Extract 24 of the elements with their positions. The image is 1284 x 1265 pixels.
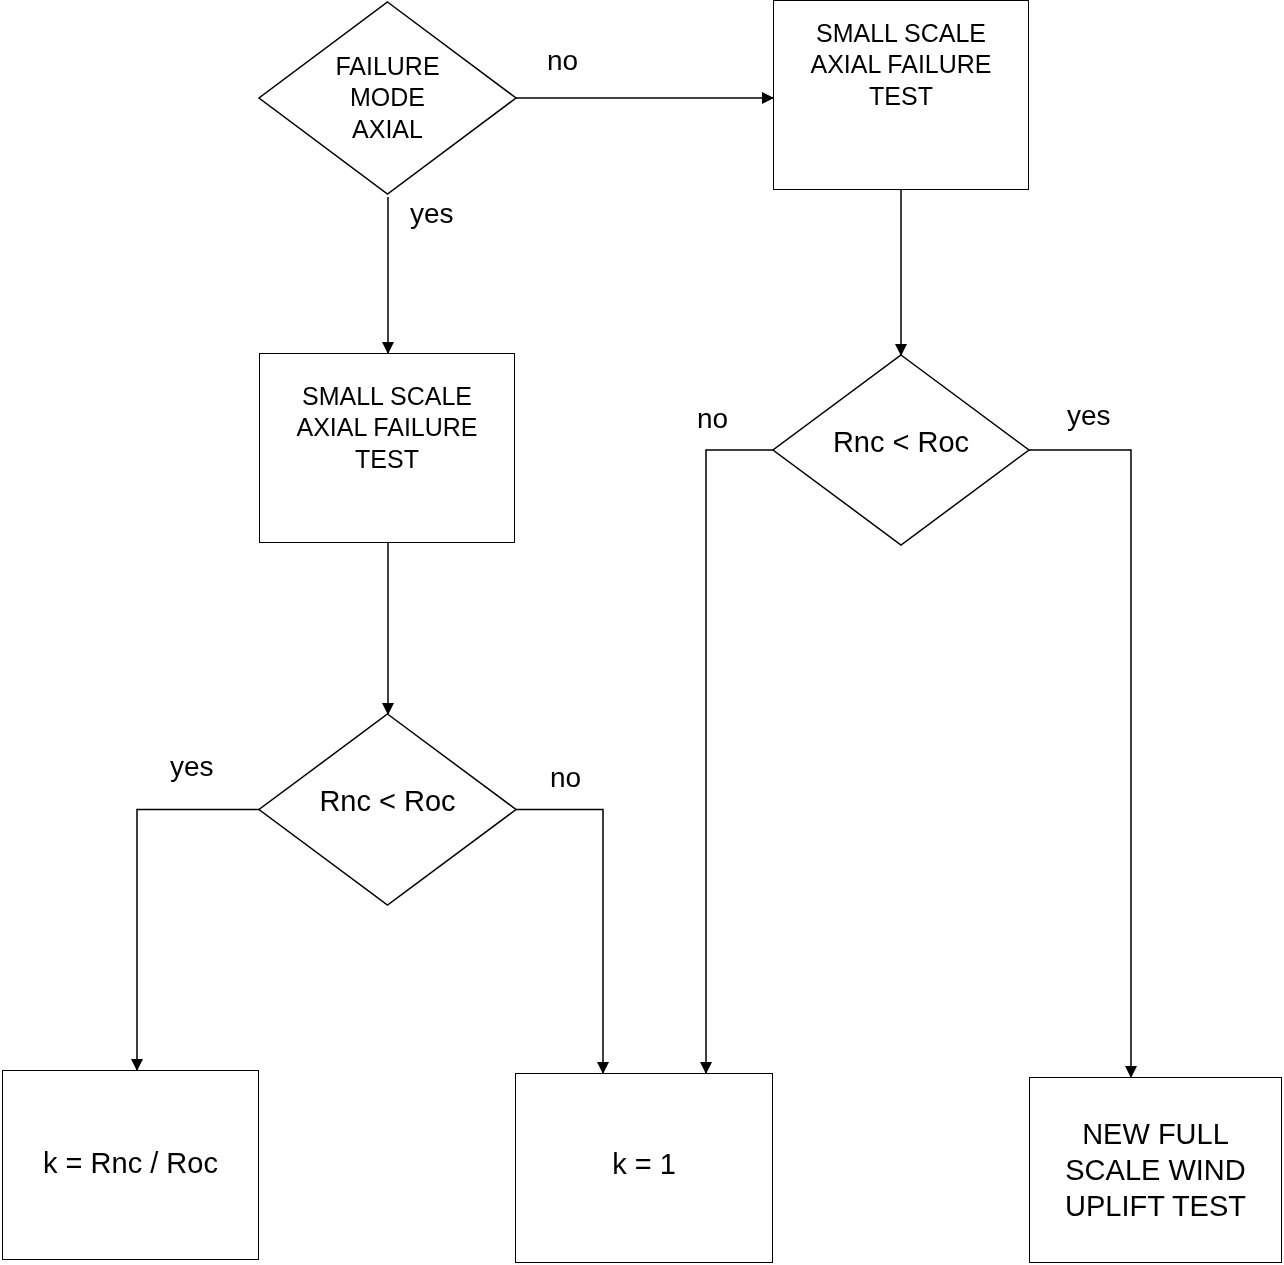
decision-diamond	[259, 2, 516, 194]
process-box	[2, 1070, 259, 1260]
node-text: Rnc < Roc	[318, 784, 457, 820]
arrow	[131, 808, 260, 1071]
process-box	[1029, 1077, 1282, 1263]
arrow	[1028, 449, 1137, 1078]
arrow	[895, 189, 907, 356]
node-text: NEW FULL SCALE WIND UPLIFT TEST	[1064, 1116, 1247, 1225]
decision-diamond	[259, 714, 516, 905]
arrow	[515, 808, 609, 1074]
node-text: SMALL SCALE AXIAL FAILURE TEST	[295, 381, 479, 475]
process-box	[515, 1073, 773, 1263]
node-text: k = Rnc / Roc	[42, 1145, 219, 1181]
node-text: Rnc < Roc	[831, 424, 971, 460]
arrow	[515, 92, 774, 104]
decision-diamond	[773, 355, 1029, 545]
arrow	[382, 196, 394, 354]
node-text: FAILURE MODE AXIAL	[334, 51, 441, 145]
arrow	[700, 449, 774, 1074]
arrow	[382, 542, 394, 715]
process-box	[259, 353, 515, 543]
node-text: k = 1	[611, 1146, 677, 1182]
node-text: SMALL SCALE AXIAL FAILURE TEST	[809, 18, 993, 112]
process-box	[773, 0, 1029, 190]
